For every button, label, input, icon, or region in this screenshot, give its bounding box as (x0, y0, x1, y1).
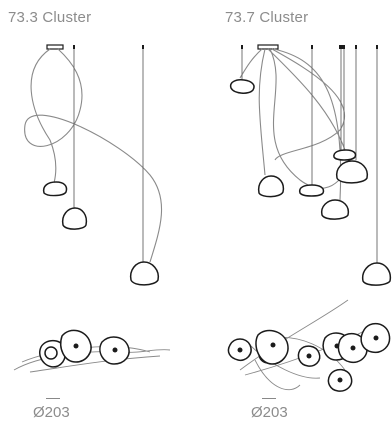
pendant-center (237, 347, 243, 353)
cluster-7-elevation (229, 44, 392, 286)
pendant-shade (42, 181, 68, 197)
pendant-shade (61, 207, 88, 230)
canopy (257, 44, 279, 50)
ceiling-pin (142, 45, 144, 49)
pendant-plan (44, 346, 58, 360)
pendant-shade (229, 79, 255, 94)
ceiling-pin (73, 45, 75, 49)
cord (254, 359, 301, 391)
pendant-shade (335, 160, 369, 184)
cord (271, 48, 346, 161)
cord (13, 349, 171, 371)
cord (24, 48, 163, 263)
pendant-shade (361, 262, 392, 286)
cluster-3-elevation (24, 44, 163, 286)
cluster-3-diameter: Ø203 (33, 404, 70, 421)
cluster-3-title: 73.3 Cluster (8, 9, 92, 26)
cord (239, 48, 263, 79)
cluster-7-title: 73.7 Cluster (225, 9, 309, 26)
cord (269, 48, 351, 189)
pendant-center (112, 347, 118, 353)
cord (249, 344, 321, 379)
cord (29, 355, 161, 373)
cluster-7-diameter: Ø203 (251, 404, 288, 421)
ceiling-pin (355, 45, 357, 49)
ceiling-pin (311, 45, 313, 49)
cluster-3-plan (13, 329, 171, 373)
pendant-center (350, 345, 356, 351)
pendant-plan (255, 329, 289, 365)
cord (267, 48, 346, 151)
cord (239, 299, 349, 371)
dimension-line (262, 398, 276, 399)
pendant-center (373, 335, 379, 341)
pendant-shade (298, 184, 325, 197)
cord (30, 48, 57, 184)
pendant-shade (320, 199, 350, 220)
cord (273, 48, 342, 201)
cluster-7-plan (227, 299, 391, 392)
pendant-center (306, 353, 312, 359)
pendant-center (73, 343, 79, 349)
dimension-line (46, 398, 60, 399)
canopy (46, 44, 64, 50)
ceiling-pin (241, 45, 243, 49)
pendant-center (337, 377, 343, 383)
cord (258, 48, 266, 176)
pendant-shade (257, 175, 285, 198)
pendant-center (270, 342, 276, 348)
ceiling-pin (339, 45, 345, 49)
ceiling-pin (376, 45, 378, 49)
pendant-shade (333, 149, 357, 161)
pendant-shade (129, 261, 160, 286)
